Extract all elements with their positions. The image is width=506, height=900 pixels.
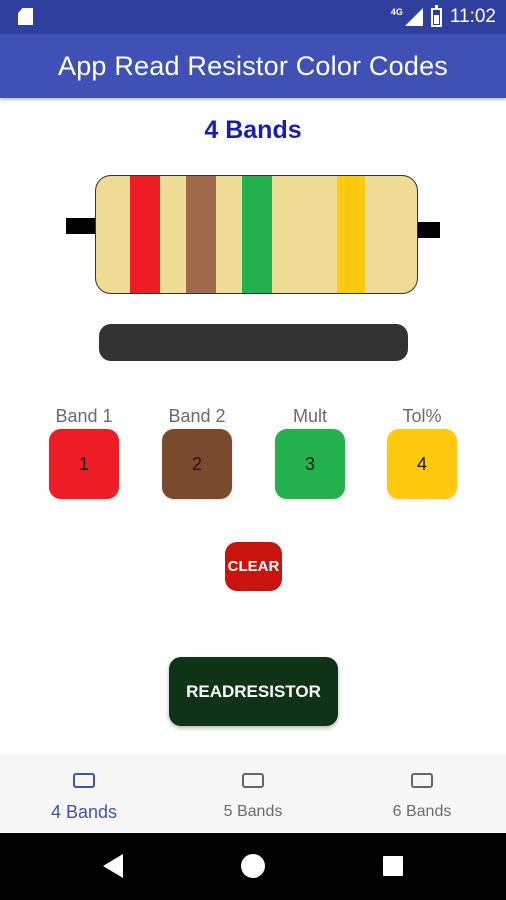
multiplier-label: Mult xyxy=(292,406,327,426)
tab-4-bands[interactable]: 4 Bands xyxy=(0,754,168,833)
band-count-heading: 4 Bands xyxy=(204,116,302,144)
band-2-button[interactable]: 2 xyxy=(162,429,232,499)
status-clock: 11:02 xyxy=(449,6,496,27)
tab-6-bands[interactable]: 6 Bands xyxy=(338,754,506,833)
clear-button[interactable]: CLEAR xyxy=(225,542,282,591)
back-icon[interactable] xyxy=(103,854,123,878)
resistor-band-multiplier xyxy=(242,176,272,293)
app-bar: App Read Resistor Color Codes xyxy=(0,34,506,98)
resistor-right-lead xyxy=(412,222,440,238)
network-type-label: 4G xyxy=(390,7,403,17)
band-1-label: Band 1 xyxy=(55,406,113,426)
bottom-navigation: 4 Bands 5 Bands 6 Bands xyxy=(0,754,506,833)
resistor-band-2 xyxy=(186,176,216,293)
tab-4-bands-icon xyxy=(73,773,95,788)
tab-6-bands-label: 6 Bands xyxy=(392,803,452,820)
read-resistor-button[interactable]: READRESISTOR xyxy=(169,657,338,726)
sd-card-icon xyxy=(18,8,33,25)
resistor-band-tolerance xyxy=(337,176,365,293)
tolerance-label: Tol% xyxy=(402,406,442,426)
recents-icon[interactable] xyxy=(383,856,403,876)
tab-4-bands-label: 4 Bands xyxy=(50,802,118,822)
status-indicators: 4G 11:02 xyxy=(391,0,496,34)
tab-6-bands-icon xyxy=(411,773,433,788)
tab-5-bands[interactable]: 5 Bands xyxy=(169,754,337,833)
band-1-button[interactable]: 1 xyxy=(49,429,119,499)
app-title: App Read Resistor Color Codes xyxy=(58,50,448,81)
band-2-label: Band 2 xyxy=(168,406,226,426)
resistor-left-lead xyxy=(66,218,100,234)
resistance-result-display xyxy=(99,324,408,361)
status-bar: 4G 11:02 xyxy=(0,0,506,34)
home-icon[interactable] xyxy=(241,854,265,878)
signal-icon xyxy=(404,8,423,26)
resistor-body xyxy=(95,175,418,294)
multiplier-button[interactable]: 3 xyxy=(275,429,345,499)
resistor-band-1 xyxy=(130,176,160,293)
tab-5-bands-label: 5 Bands xyxy=(223,803,283,820)
tab-5-bands-icon xyxy=(242,773,264,788)
tolerance-button[interactable]: 4 xyxy=(387,429,457,499)
battery-icon xyxy=(430,4,442,27)
